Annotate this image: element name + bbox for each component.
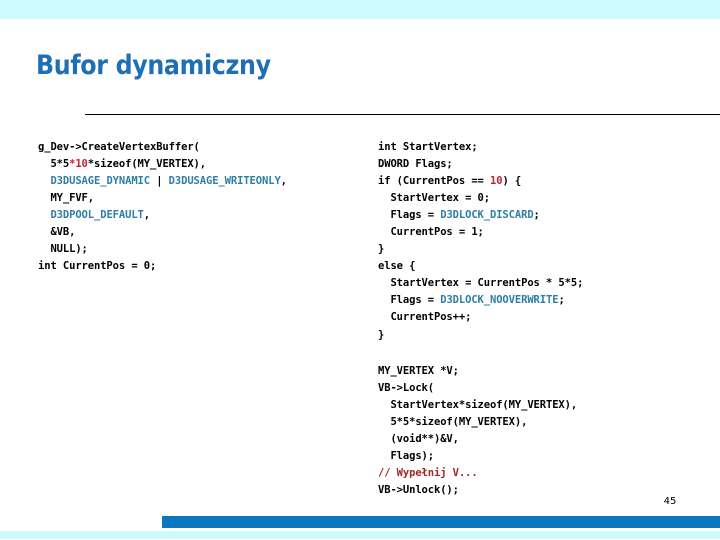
code-line: (void**)&V, xyxy=(378,433,459,445)
code-token-plain: , xyxy=(280,174,287,187)
code-token-plain: int StartVertex; xyxy=(378,140,478,153)
code-token-const: D3DLOCK_NOOVERWRITE xyxy=(440,294,559,307)
code-token-plain: MY_FVF, xyxy=(38,191,94,204)
code-line: 5*5*sizeof(MY_VERTEX), xyxy=(378,416,527,428)
code-token-plain xyxy=(38,175,50,187)
code-token-plain: DWORD Flags; xyxy=(378,157,453,170)
bottom-accent-band-cyan xyxy=(0,531,720,539)
code-token-plain: ; xyxy=(533,208,540,221)
code-token-plain: else { xyxy=(378,260,416,273)
code-line: Flags = D3DLOCK_NOOVERWRITE; xyxy=(378,294,565,307)
code-token-const: D3DUSAGE_WRITEONLY xyxy=(168,174,281,187)
code-token-plain: VB->Unlock(); xyxy=(378,484,459,497)
code-token-plain: Flags); xyxy=(378,449,434,462)
code-block-vertex-buffer-lock: MY_VERTEX *V; VB->Lock( StartVertex*size… xyxy=(378,363,577,500)
code-token-plain: StartVertex*sizeof(MY_VERTEX), xyxy=(378,398,578,411)
code-token-plain: } xyxy=(378,328,385,341)
code-line: DWORD Flags; xyxy=(378,158,453,170)
code-line: if (CurrentPos == 10) { xyxy=(378,175,521,187)
code-line: MY_VERTEX *V; xyxy=(378,365,459,377)
code-token-plain: int CurrentPos = 0; xyxy=(38,260,157,273)
title-divider xyxy=(85,114,720,115)
code-token-plain: CurrentPos = 1; xyxy=(378,225,484,238)
code-line: } xyxy=(378,329,384,341)
code-line: // Wypełnij V... xyxy=(378,467,478,479)
code-token-plain: ) { xyxy=(502,174,522,187)
code-token-plain: 5*5*sizeof(MY_VERTEX), xyxy=(378,415,528,428)
code-token-plain: , xyxy=(143,208,151,221)
code-line: VB->Lock( xyxy=(378,382,434,394)
code-line: CurrentPos++; xyxy=(378,311,471,323)
code-token-plain: | xyxy=(150,174,169,187)
bottom-accent-band-blue xyxy=(162,516,720,528)
code-token-plain: ; xyxy=(558,294,565,307)
code-token-plain: NULL); xyxy=(38,243,88,256)
code-line: Flags); xyxy=(378,450,434,462)
code-line: int CurrentPos = 0; xyxy=(38,260,156,272)
code-token-plain: StartVertex = 0; xyxy=(378,191,490,204)
top-accent-band xyxy=(0,0,720,19)
page-number: 45 xyxy=(663,496,677,507)
code-line: StartVertex = 0; xyxy=(378,192,490,204)
code-token-plain: if (CurrentPos == xyxy=(378,174,490,187)
code-token-plain: *sizeof(MY_VERTEX), xyxy=(87,157,206,170)
code-token-plain: Flags = xyxy=(378,294,441,307)
code-token-num: *10 xyxy=(69,157,88,170)
code-line: } xyxy=(378,243,384,255)
code-token-plain: VB->Lock( xyxy=(378,381,434,394)
code-token-comment: // Wypełnij V... xyxy=(378,467,478,480)
code-token-const: D3DPOOL_DEFAULT xyxy=(50,208,144,221)
code-token-const: D3DLOCK_DISCARD xyxy=(440,208,534,221)
code-line: Flags = D3DLOCK_DISCARD; xyxy=(378,208,540,221)
code-token-plain xyxy=(38,209,50,221)
code-line: MY_FVF, xyxy=(38,192,94,204)
code-token-plain: g_Dev->CreateVertexBuffer( xyxy=(38,140,200,153)
code-token-plain: MY_VERTEX *V; xyxy=(378,364,459,377)
code-line: D3DUSAGE_DYNAMIC | D3DUSAGE_WRITEONLY, xyxy=(38,175,287,187)
code-block-lock-flags-selection: int StartVertex; DWORD Flags; if (Curren… xyxy=(378,139,583,344)
code-line: D3DPOOL_DEFAULT, xyxy=(38,209,150,221)
code-line: CurrentPos = 1; xyxy=(378,225,484,238)
code-block-create-vertex-buffer: g_Dev->CreateVertexBuffer( 5*5*10*sizeof… xyxy=(38,139,287,276)
code-line: StartVertex = CurrentPos * 5*5; xyxy=(378,277,583,289)
code-line: else { xyxy=(378,260,415,272)
code-token-plain: CurrentPos++; xyxy=(378,311,472,324)
code-line: &VB, xyxy=(38,226,75,238)
code-line: g_Dev->CreateVertexBuffer( xyxy=(38,141,200,153)
page-title: Bufor dynamiczny xyxy=(36,50,271,81)
code-token-plain: } xyxy=(378,243,385,256)
code-line: NULL); xyxy=(38,243,88,256)
code-token-plain: &VB, xyxy=(38,225,76,238)
code-line: 5*5*10*sizeof(MY_VERTEX), xyxy=(38,158,206,170)
code-token-num: 10 xyxy=(490,174,503,187)
code-token-const: D3DUSAGE_DYNAMIC xyxy=(50,174,150,187)
code-token-plain: (void**)&V, xyxy=(378,432,459,445)
code-line: VB->Unlock(); xyxy=(378,484,459,496)
code-line: int StartVertex; xyxy=(378,141,478,153)
code-token-plain: 5*5 xyxy=(38,157,70,170)
code-token-plain: StartVertex = CurrentPos * 5*5; xyxy=(378,277,584,290)
code-token-plain: Flags = xyxy=(378,208,441,221)
code-line: StartVertex*sizeof(MY_VERTEX), xyxy=(378,399,577,411)
